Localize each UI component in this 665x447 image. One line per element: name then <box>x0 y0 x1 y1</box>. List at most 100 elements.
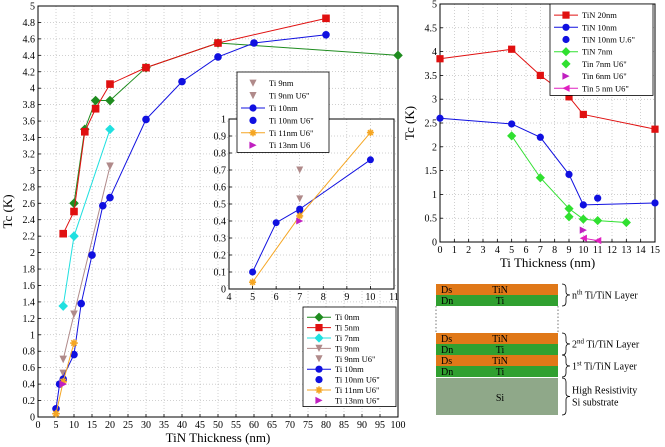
series-ti-9nm-u6 <box>59 369 67 378</box>
layer-code: Dn <box>441 296 453 307</box>
y-tick-label: 1 <box>30 330 35 341</box>
legend-item-ti-9nm: Ti 9nm <box>307 343 360 353</box>
legend-label: Ti 10nm U6" <box>269 115 314 125</box>
legend-item-tin-6nm-u6: Tin 6nm U6" <box>562 71 627 81</box>
y-tick-label: 2.2 <box>23 232 36 243</box>
y-tick-label: 0.8 <box>214 149 227 160</box>
data-point <box>594 194 602 202</box>
legend-item-tin-10nm-u-6: TiN 10nm U.6" <box>562 35 635 45</box>
x-tick-label: 10 <box>578 245 588 256</box>
x-tick-label: 8 <box>321 292 326 303</box>
legend-item-ti-10nm: Ti 10nm <box>241 103 298 113</box>
x-tick-label: 5 <box>509 245 514 256</box>
y-tick-label: 0.8 <box>23 347 36 358</box>
y-tick-label: 2 <box>432 142 437 153</box>
series-tin-7nm <box>507 131 631 228</box>
y-tick-label: 0.2 <box>214 251 227 262</box>
legend-marker <box>249 141 257 149</box>
data-point <box>59 229 67 238</box>
x-tick-label: 0 <box>438 245 443 256</box>
layer-fill <box>436 366 558 377</box>
legend-item-tin-5-nm-u6: Tin 5 nm U6" <box>554 83 629 93</box>
data-point <box>322 14 330 23</box>
legend-marker <box>562 23 570 31</box>
plot-frame <box>37 5 399 418</box>
data-point <box>69 231 79 241</box>
series-ti-10nm <box>249 156 374 276</box>
y-tick-label: 1.2 <box>23 314 36 325</box>
layer-material: TiN <box>492 334 508 345</box>
legend-label: TiN 20nm <box>582 10 617 20</box>
x-tick-label: 70 <box>285 420 295 431</box>
legend-item-tin-7nm-u6: Tin 7nm U6" <box>561 59 627 69</box>
layer-material: Ti <box>496 367 505 378</box>
series-ti-9nm <box>59 162 114 364</box>
x-tick-label: 15 <box>87 420 97 431</box>
y-axis-label: Tc (K) <box>402 106 417 140</box>
series-line <box>439 117 656 206</box>
x-tick-label: 9 <box>567 245 572 256</box>
layer-group-label: 1st Ti/TiN Layer <box>572 360 638 373</box>
layer-code: Ds <box>441 334 452 345</box>
legend-label: Ti 10nm <box>269 103 298 113</box>
layer-material: TiN <box>492 356 508 367</box>
y-tick-label: 3 <box>432 95 437 106</box>
legend-label: Ti 11nm U6" <box>269 128 313 138</box>
x-tick-label: 0 <box>36 420 41 431</box>
x-tick-label: 80 <box>321 420 331 431</box>
x-tick-label: 9 <box>344 292 349 303</box>
legend-marker <box>561 47 571 57</box>
data-point <box>59 355 67 364</box>
series-tin-6nm-u6 <box>579 226 587 234</box>
legend-item-ti-9nm: Ti 9nm <box>249 78 294 88</box>
legend-item-tin-7nm: TiN 7nm <box>554 47 613 57</box>
y-tick-label: 4 <box>30 84 35 95</box>
x-tick-label: 85 <box>339 420 349 431</box>
legend-marker <box>249 129 257 137</box>
data-point <box>214 39 222 47</box>
data-point <box>70 310 78 319</box>
series-line <box>62 17 327 234</box>
data-point <box>579 201 587 209</box>
data-point <box>296 217 304 225</box>
y-tick-label: 0.9 <box>214 132 227 143</box>
data-point <box>90 95 101 106</box>
series-tin-10nm <box>436 114 659 209</box>
legend-item-tin-20nm: TiN 20nm <box>554 10 617 20</box>
y-tick-label: 5 <box>30 2 35 13</box>
x-tick-label: 13 <box>621 245 631 256</box>
series-line <box>55 34 327 409</box>
layer-code: Ds <box>441 356 452 367</box>
legend-label: Tin 6nm U6" <box>582 71 627 81</box>
legend-marker <box>315 386 323 394</box>
legend-label: Ti 9nm <box>269 78 294 88</box>
layer-fill <box>436 284 558 295</box>
series-ti-11nm-u6 <box>249 129 374 286</box>
data-point <box>579 234 587 242</box>
y-tick-label: 0 <box>221 285 226 296</box>
legend-item-ti-10nm: Ti 10nm <box>307 364 364 374</box>
x-tick-label: 50 <box>213 420 223 431</box>
y-tick-label: 0.5 <box>425 214 438 225</box>
data-point <box>106 80 114 88</box>
legend-item-tin-10nm: TiN 10nm <box>554 22 617 32</box>
legend-marker <box>315 396 323 404</box>
legend-label: Ti 10nm U6" <box>335 375 380 385</box>
x-tick-label: 75 <box>303 420 313 431</box>
y-tick-label: 4.6 <box>23 34 36 45</box>
layer-fill <box>436 355 558 366</box>
legend-marker <box>249 79 257 87</box>
y-tick-label: 1 <box>221 115 226 126</box>
x-tick-label: 60 <box>249 420 259 431</box>
main-chart: 00.20.40.60.811.21.41.61.822.22.42.62.83… <box>0 2 406 446</box>
data-point <box>52 409 60 418</box>
data-point <box>579 226 587 234</box>
layer-tin: Ds TiN <box>436 355 558 367</box>
legend-marker <box>314 333 324 343</box>
series-line <box>252 159 371 273</box>
legend-item-ti-5nm: Ti 5nm <box>307 323 360 333</box>
data-point <box>214 53 222 61</box>
